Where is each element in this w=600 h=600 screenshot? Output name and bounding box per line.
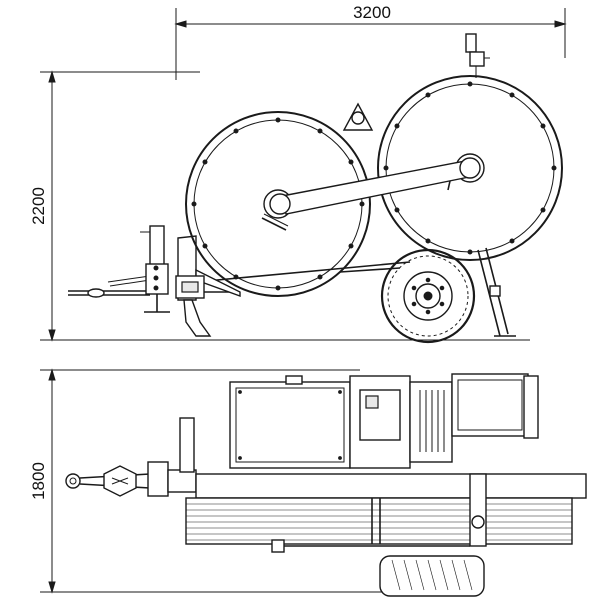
top-axle-tyre <box>271 539 485 597</box>
side-view <box>68 33 563 344</box>
top-bullwheel-grooves <box>185 497 573 545</box>
side-top-valve <box>465 33 490 78</box>
top-drawbar <box>65 465 151 497</box>
side-ground-anchor <box>175 275 212 337</box>
side-lifting-eye <box>342 102 374 131</box>
dimension-label-3200: 3200 <box>353 3 391 22</box>
top-front-frame <box>147 417 587 499</box>
top-rear-stand <box>469 473 487 547</box>
dimension-side-height: 2200 <box>29 70 530 342</box>
dimension-overall-length: 3200 <box>174 3 567 80</box>
dimension-label-2200: 2200 <box>29 187 48 225</box>
top-control-panel <box>349 375 453 469</box>
side-road-wheel <box>380 248 476 344</box>
top-engine-block <box>229 375 351 469</box>
bullwheel-connecting-arm <box>269 157 481 215</box>
top-rear-housing <box>451 373 539 439</box>
top-view <box>65 373 587 597</box>
side-rear-stand <box>477 247 516 337</box>
side-drawbar <box>68 275 151 298</box>
side-jack-stand <box>140 225 170 313</box>
dimension-label-1800: 1800 <box>29 462 48 500</box>
